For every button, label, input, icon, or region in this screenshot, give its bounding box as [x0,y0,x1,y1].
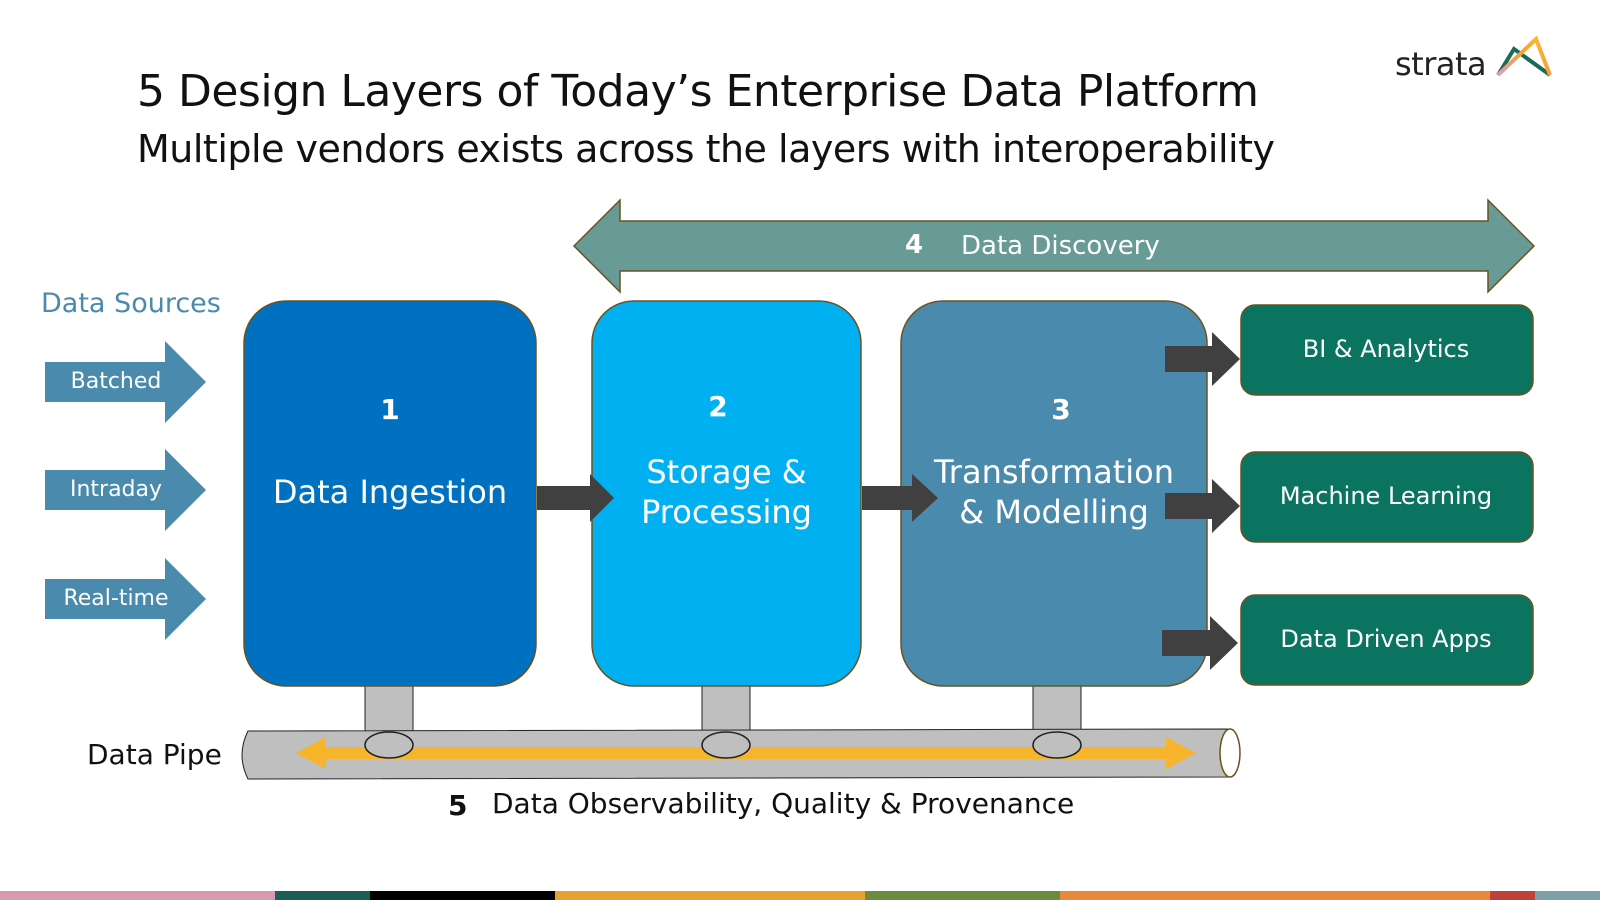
output-box-apps [1240,594,1534,686]
layer-3-name-line1: Transformation [933,453,1175,491]
source-arrow-realtime [45,558,206,640]
output-label-bi: BI & Analytics [1302,335,1470,363]
output-label-ml: Machine Learning [1279,482,1493,510]
output-arrow-bi [1165,332,1240,386]
layer-1-name: Data Ingestion [272,473,508,511]
layer-2-number: 2 [708,390,728,423]
strata-logo-text: strata [1395,45,1487,83]
discovery-number: 4 [905,230,924,260]
layer-3-name-line2: & Modelling [959,493,1149,531]
data-sources-title: Data Sources [41,288,221,319]
output-label-apps: Data Driven Apps [1280,625,1492,653]
observability-number: 5 [448,789,468,822]
discovery-label: Data Discovery [961,231,1160,261]
layer-2-name-line2: Processing [641,493,812,531]
layer-1-number: 1 [380,393,400,426]
output-box-bi [1240,304,1534,396]
page-subtitle: Multiple vendors exists across the layer… [137,127,1275,171]
source-label-batched: Batched [70,369,162,394]
layer-box-1 [243,300,537,687]
arrow-2-to-3 [862,474,938,522]
strata-logo-icon [1496,35,1552,77]
source-arrow-batched [45,341,206,423]
discovery-arrow [572,198,1536,294]
source-arrow-intraday [45,449,206,531]
pipe-joint-1 [364,731,414,759]
output-arrow-apps [1162,616,1238,670]
data-pipe [241,728,1241,780]
decorative-bottom-strip [0,891,1600,900]
pipe-joint-2 [701,731,751,759]
source-label-realtime: Real-time [63,586,169,611]
layer-3-number: 3 [1051,393,1071,426]
output-box-ml [1240,451,1534,543]
pipe-joint-3 [1032,731,1082,759]
layer-2-name-line1: Storage & [646,453,807,491]
page-title: 5 Design Layers of Today’s Enterprise Da… [137,66,1259,117]
data-pipe-label: Data Pipe [87,738,222,771]
arrow-1-to-2 [537,474,614,522]
output-arrow-ml [1165,479,1240,533]
observability-label: Data Observability, Quality & Provenance [492,787,1075,820]
source-label-intraday: Intraday [69,477,163,502]
